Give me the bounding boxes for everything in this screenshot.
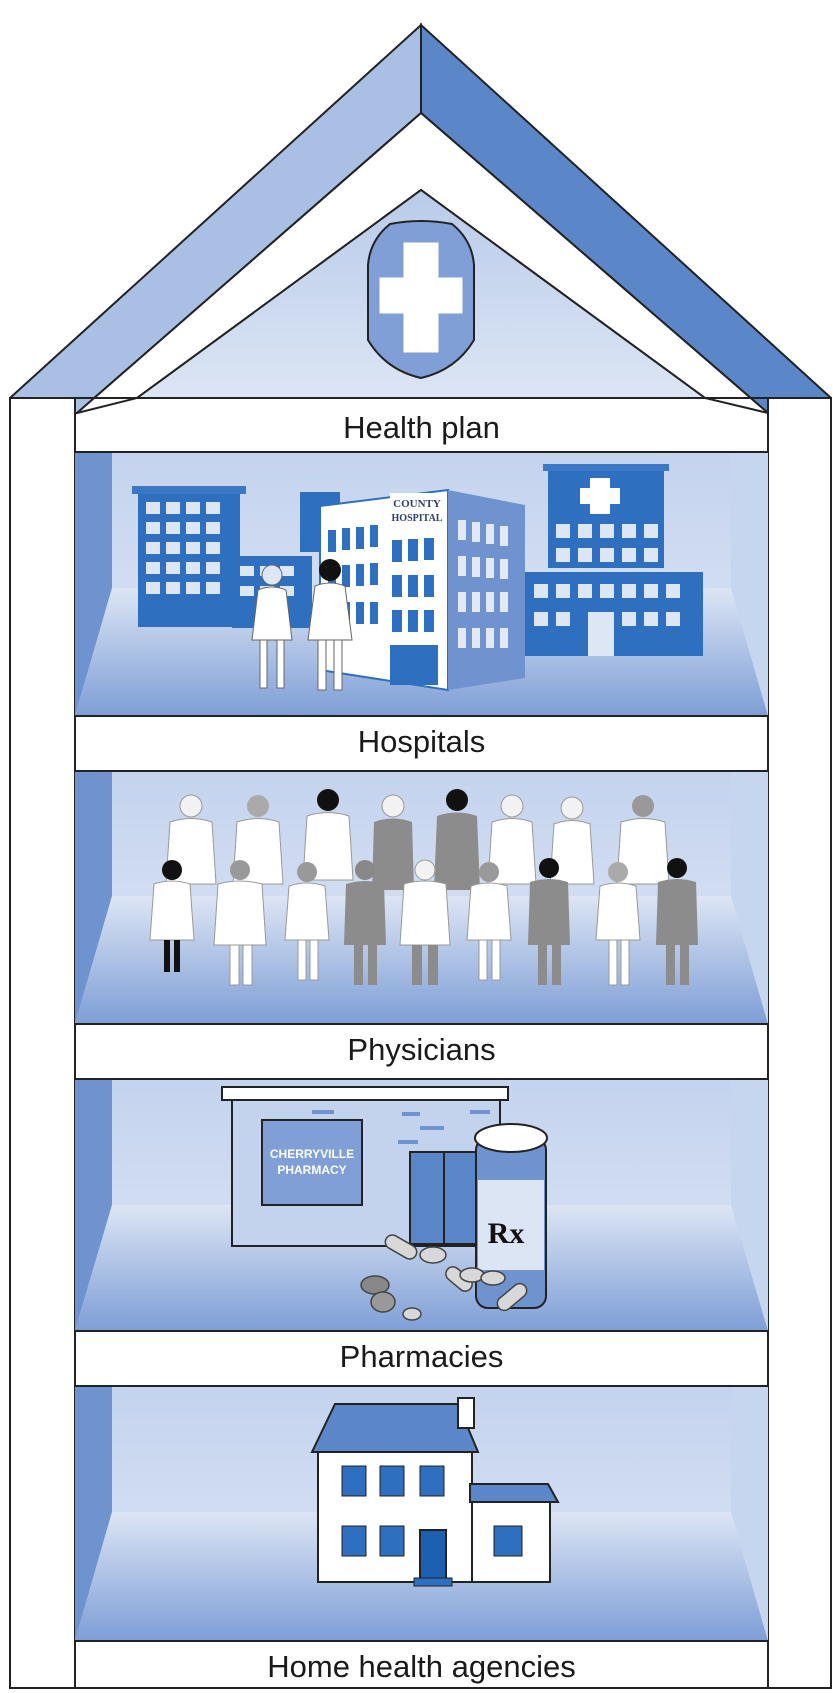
physician-figure xyxy=(466,862,512,981)
physician-figure xyxy=(434,789,480,890)
hospital-cross-icon xyxy=(580,478,620,514)
left-outer-wall xyxy=(9,397,76,1689)
inner-frame xyxy=(74,397,769,1689)
physician-figure xyxy=(344,860,386,985)
hospital-buildings-illustration: COUNTY HOSPITAL xyxy=(132,464,703,692)
floor-label-hospitals: Hospitals xyxy=(357,724,486,759)
rx-mark: Rx xyxy=(488,1217,525,1250)
physician-figure xyxy=(616,795,670,885)
pills-icon xyxy=(360,1234,528,1321)
label-band-lines xyxy=(75,715,768,1642)
physician-figure xyxy=(302,789,354,881)
physician-figure xyxy=(399,859,451,985)
physician-figure xyxy=(372,794,414,890)
house-frame xyxy=(9,397,832,1689)
pharmacy-sign-line2: PHARMACY xyxy=(277,1163,346,1177)
floor-label-home-health: Home health agencies xyxy=(267,1649,576,1684)
physician-figure xyxy=(595,862,641,986)
physician-figure xyxy=(656,858,698,985)
floor-label-physicians: Physicians xyxy=(347,1032,496,1067)
pharmacy-illustration: CHERRYVILLE PHARMACY Rx xyxy=(221,1086,548,1321)
physician-figure xyxy=(549,796,595,885)
floor-label-pharmacies: Pharmacies xyxy=(339,1339,504,1374)
physician-figure xyxy=(149,860,195,972)
hospital-doctors xyxy=(251,559,353,691)
pharmacy-sign-line1: CHERRYVILLE xyxy=(270,1147,354,1161)
home-house-illustration xyxy=(310,1397,560,1587)
physician-figure xyxy=(284,862,330,981)
health-plan-shield-icon xyxy=(367,220,475,380)
medical-cross-icon xyxy=(379,242,463,353)
physician-figure xyxy=(213,860,267,986)
physicians-group-illustration xyxy=(149,789,698,986)
floor-label-health-plan: Health plan xyxy=(343,410,500,445)
physician-figure xyxy=(487,794,537,885)
county-hospital-sign-line2: HOSPITAL xyxy=(392,513,443,524)
county-hospital-sign: COUNTY xyxy=(393,498,441,510)
physician-figure xyxy=(528,858,570,985)
right-outer-wall xyxy=(767,397,832,1689)
